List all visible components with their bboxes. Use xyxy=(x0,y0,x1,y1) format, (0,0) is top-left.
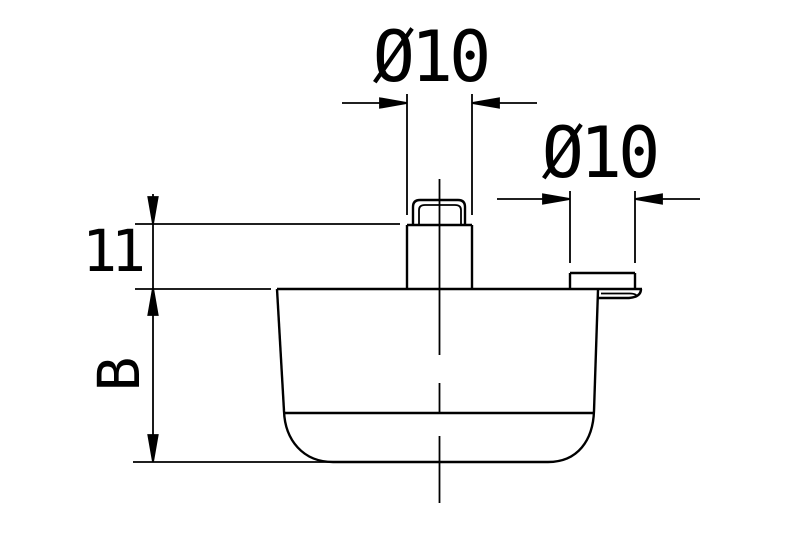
stem xyxy=(405,198,474,289)
side-pad xyxy=(568,271,643,300)
dimension-stem-diameter xyxy=(342,94,537,215)
part-outline xyxy=(275,287,642,464)
pad-diameter-label: Ø10 xyxy=(541,112,660,194)
arrowhead-up-icon xyxy=(147,287,159,316)
stem-height-label: 11 xyxy=(82,217,146,285)
arrowhead-down-icon xyxy=(147,196,159,225)
dimension-stem-height-and-body-height xyxy=(133,194,400,463)
body-height-label: B xyxy=(85,356,153,392)
arrowhead-left-icon xyxy=(634,193,663,205)
arrowhead-down-icon xyxy=(147,434,159,463)
body-right-wall xyxy=(592,289,600,412)
arrowhead-right-icon xyxy=(542,193,571,205)
arrowhead-left-icon xyxy=(471,97,500,109)
body-left-wall xyxy=(275,288,286,412)
dimension-pad-diameter xyxy=(497,191,700,263)
arrowhead-right-icon xyxy=(379,97,408,109)
body-bottom-right-fillet xyxy=(547,410,596,464)
pad-lip-inner xyxy=(601,292,638,297)
stem-diameter-label: Ø10 xyxy=(372,16,491,98)
body-bottom-left-fillet xyxy=(282,410,334,464)
